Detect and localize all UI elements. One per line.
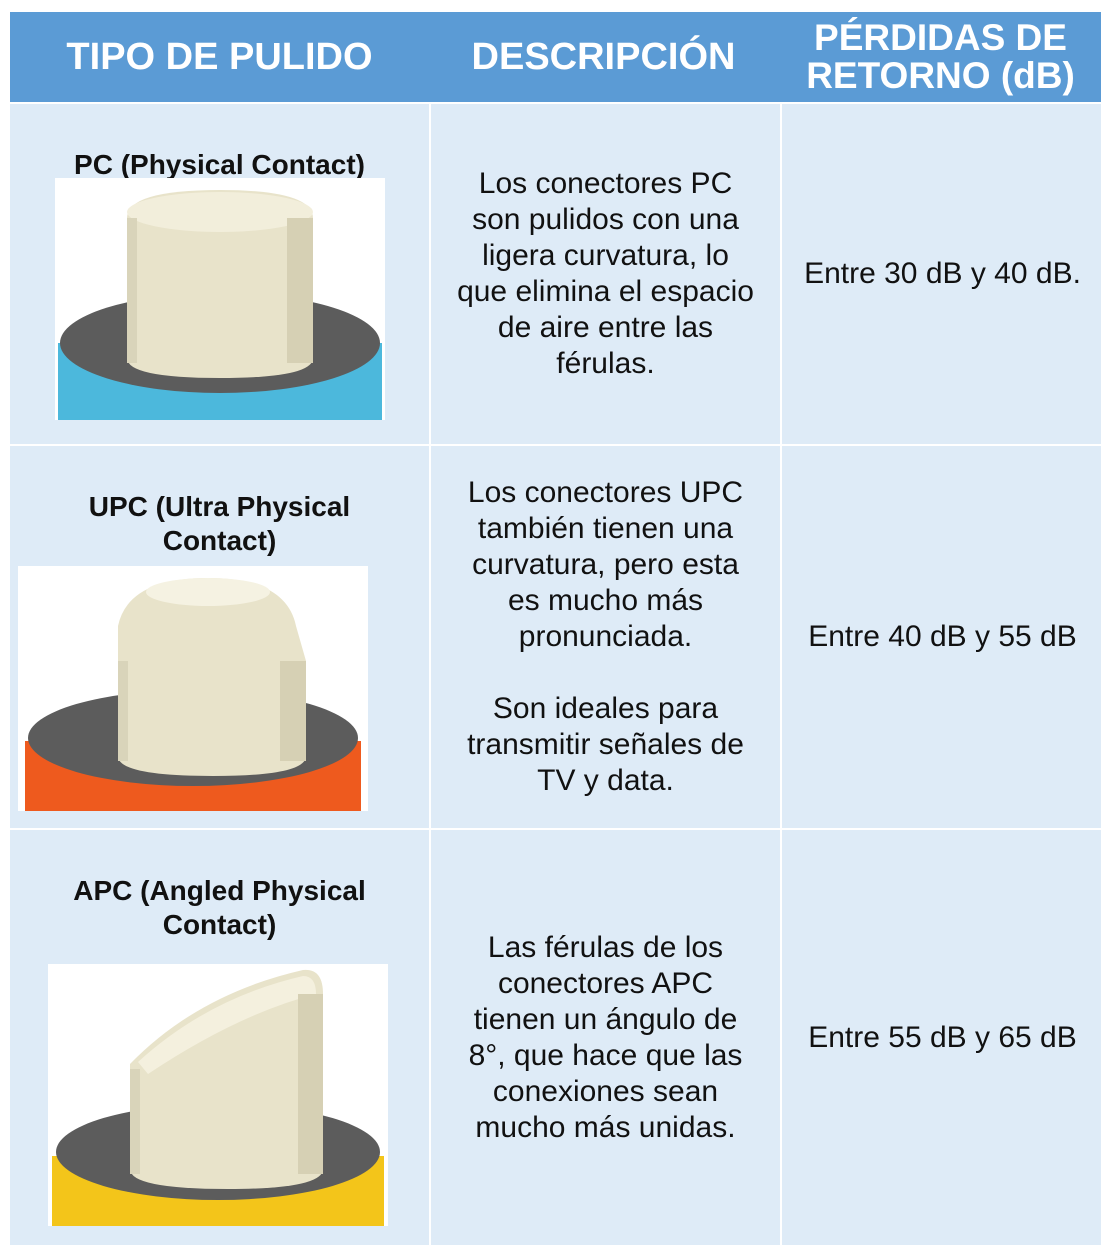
- description-cell: Los conectores UPC también tienen una cu…: [431, 446, 780, 828]
- upc-connector-image: [18, 566, 368, 818]
- description-cell: Los conectores PC son pulidos con una li…: [431, 104, 780, 444]
- table-row: UPC (Ultra Physical Contact) Los conecto…: [10, 446, 1101, 828]
- polish-type-label-line2: Contact): [162, 909, 277, 940]
- description-line: es mucho más: [507, 584, 704, 617]
- description-line: mucho más unidas.: [475, 1110, 736, 1144]
- return-loss-cell: Entre 30 dB y 40 dB.: [782, 104, 1101, 444]
- header-polish-type: TIPO DE PULIDO: [66, 36, 373, 78]
- description-line: 8°, que hace que las: [468, 1038, 743, 1072]
- description-line: ligera curvatura, lo: [482, 239, 729, 272]
- description-line: pronunciada.: [518, 620, 693, 653]
- description-line: de aire entre las: [497, 311, 714, 344]
- description-line: Los conectores PC: [478, 167, 733, 200]
- header-description: DESCRIPCIÓN: [471, 36, 736, 78]
- description-line: conectores APC: [497, 966, 714, 1000]
- description-line: Son ideales para: [492, 692, 719, 725]
- description-line: transmitir señales de: [467, 728, 744, 761]
- description-line: también tienen una: [477, 512, 734, 545]
- polish-type-cell: PC (Physical Contact): [10, 104, 429, 444]
- return-loss-value: Entre 30 dB y 40 dB.: [804, 257, 1081, 290]
- pc-connector-image: [55, 178, 385, 426]
- polish-type-label-line1: APC (Angled Physical: [73, 875, 366, 906]
- table-row: PC (Physical Contact) Los conectores PC …: [10, 104, 1101, 444]
- apc-connector-image: [48, 964, 388, 1229]
- description-line: Los conectores UPC: [467, 476, 744, 509]
- polish-type-label-line2: Contact): [162, 525, 277, 556]
- description-line: TV y data.: [537, 764, 674, 797]
- description-line: tienen un ángulo de: [473, 1002, 738, 1036]
- polish-type-label: UPC (Ultra Physical Contact): [10, 490, 429, 558]
- return-loss-value: Entre 55 dB y 65 dB: [808, 1020, 1077, 1054]
- description-line: Las férulas de los: [487, 930, 724, 964]
- return-loss-value: Entre 40 dB y 55 dB: [808, 620, 1077, 653]
- table-row: APC (Angled Physical Contact) Las férula…: [10, 830, 1101, 1245]
- description-line: que elimina el espacio: [457, 275, 754, 308]
- polish-type-label-line1: UPC (Ultra Physical: [88, 491, 351, 522]
- table-header: TIPO DE PULIDO DESCRIPCIÓN PÉRDIDAS DE R…: [10, 12, 1101, 102]
- description-line: curvatura, pero esta: [472, 548, 739, 581]
- description-line: férulas.: [556, 347, 655, 380]
- polish-type-cell: UPC (Ultra Physical Contact): [10, 446, 429, 828]
- polish-type-cell: APC (Angled Physical Contact): [10, 830, 429, 1245]
- header-return-loss-line1: PÉRDIDAS DE: [814, 17, 1067, 58]
- return-loss-cell: Entre 55 dB y 65 dB: [782, 830, 1101, 1245]
- polish-type-label: APC (Angled Physical Contact): [10, 874, 429, 942]
- description-line: son pulidos con una: [472, 203, 739, 236]
- description-cell: Las férulas de los conectores APC tienen…: [431, 830, 780, 1245]
- header-return-loss: PÉRDIDAS DE RETORNO (dB): [778, 12, 1101, 102]
- polish-types-table: TIPO DE PULIDO DESCRIPCIÓN PÉRDIDAS DE R…: [8, 10, 1101, 1245]
- polish-type-label: PC (Physical Contact): [74, 149, 365, 180]
- description-line: conexiones sean: [492, 1074, 719, 1108]
- return-loss-cell: Entre 40 dB y 55 dB: [782, 446, 1101, 828]
- header-return-loss-line2: RETORNO (dB): [806, 55, 1075, 96]
